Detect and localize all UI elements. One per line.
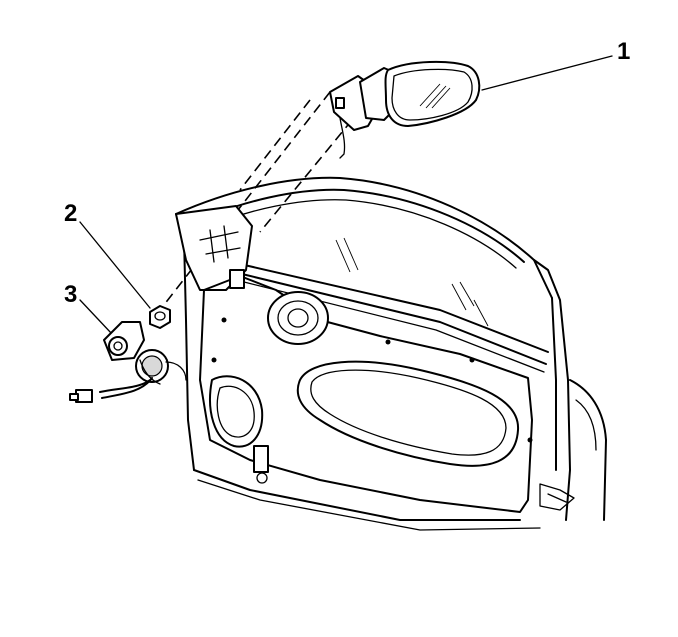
mirror-nut — [149, 305, 171, 329]
callout-3: 3 — [64, 281, 78, 308]
callout-1: 1 — [617, 38, 631, 65]
door-frame — [175, 176, 607, 531]
leader-lines — [79, 55, 613, 335]
callout-2: 2 — [64, 200, 78, 227]
inner-door-panel — [199, 269, 575, 513]
outside-mirror — [329, 60, 481, 159]
alignment-dashed-lines — [159, 91, 353, 311]
mirror-grommet-harness — [69, 321, 187, 403]
